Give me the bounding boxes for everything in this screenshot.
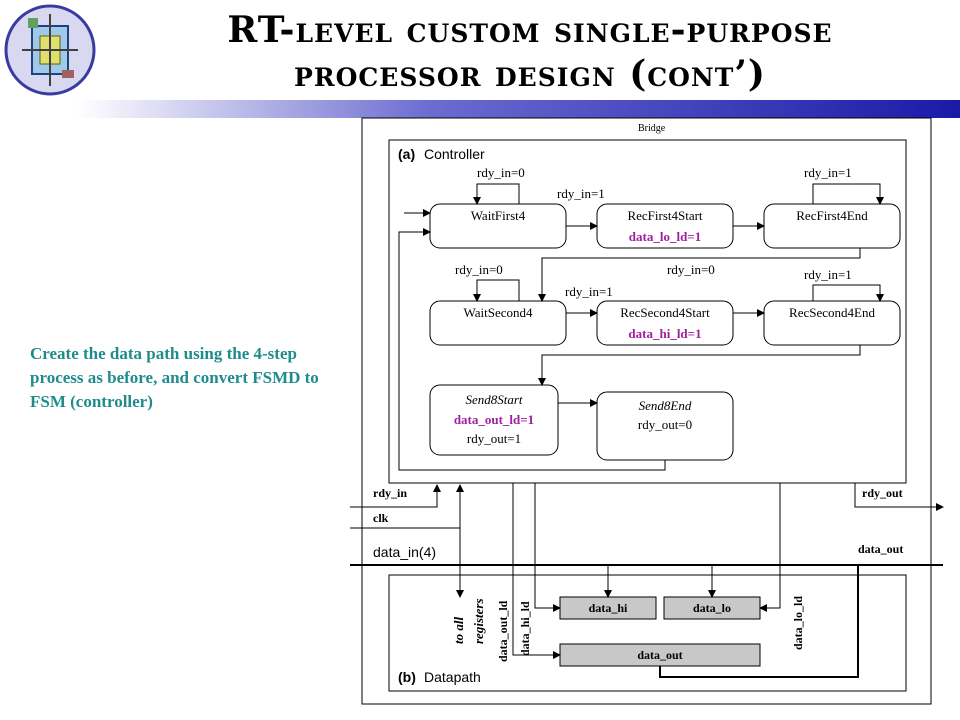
transition-label-6: rdy_in=1: [565, 284, 613, 299]
rdy-in-label: rdy_in: [373, 486, 407, 500]
state-send8-start: [429, 384, 559, 456]
datapath-frame: [388, 574, 907, 692]
register-data-lo-label: data_lo: [693, 601, 731, 615]
rdy-out-label: rdy_out: [862, 486, 903, 500]
title-line-1: RT-level custom single-purpose: [227, 9, 833, 51]
state-send8-end-label: Send8End: [639, 398, 692, 413]
transition-recsecond-end-to-send8start: [538, 345, 861, 386]
state-rec-second4-start-action: data_hi_ld=1: [628, 326, 701, 341]
transition-send8end-to-waitfirst: [398, 228, 666, 471]
controller-frame: [388, 139, 907, 484]
data-out-bus: [659, 564, 943, 678]
transition-label-1: rdy_in=0: [477, 165, 525, 180]
transition-recfirst-end-self: [812, 183, 884, 205]
transition-wait-second4-self: [473, 279, 520, 302]
state-rec-second4-start-label: RecSecond4Start: [620, 305, 710, 320]
description-text: Create the data path using the 4-step pr…: [30, 344, 319, 411]
to-all-label-1: to all: [451, 617, 466, 644]
bridge-label: Bridge: [638, 123, 666, 134]
data-in-label: data_in(4): [373, 544, 436, 560]
transition-label-4: rdy_in=0: [667, 262, 715, 277]
transition-label-5: rdy_in=0: [455, 262, 503, 277]
register-data-hi-label: data_hi: [589, 601, 628, 615]
state-send8-end-action: rdy_out=0: [638, 417, 692, 432]
transition-wait-first4-self: [473, 183, 520, 205]
register-data-out-label: data_out: [637, 648, 682, 662]
data-out-label: data_out: [858, 542, 903, 556]
state-send8-start-action: data_out_ld=1: [454, 412, 534, 427]
state-rec-second4-start: [596, 300, 734, 346]
transition-label-7: rdy_in=1: [804, 267, 852, 282]
state-wait-second4: [429, 300, 567, 346]
title-divider: [0, 100, 960, 118]
controller-label: Controller: [424, 146, 485, 162]
state-rec-second4-end-label: RecSecond4End: [789, 305, 875, 320]
data-out-ld-wire: [512, 483, 561, 659]
title-line-2: processor design (cont’): [294, 53, 766, 95]
datapath-label-b: (b): [398, 669, 416, 685]
rdy-out-wire: [854, 483, 944, 511]
datapath-label: Datapath: [424, 669, 481, 685]
data-lo-ld-label: data_lo_ld: [791, 596, 805, 650]
state-rec-first4-start-label: RecFirst4Start: [627, 208, 702, 223]
to-all-label-2: registers: [471, 599, 486, 645]
data-lo-ld-wire: [759, 483, 781, 612]
transition-label-2: rdy_in=1: [557, 186, 605, 201]
state-wait-first4-label: WaitFirst4: [471, 208, 526, 223]
data-out-ld-label: data_out_ld: [496, 600, 510, 662]
controller-label-a: (a): [398, 146, 415, 162]
data-hi-ld-wire: [534, 483, 561, 612]
state-rec-first4-start-action: data_lo_ld=1: [629, 229, 701, 244]
university-logo-icon: [4, 4, 96, 96]
state-rec-second4-end: [763, 300, 901, 346]
rdy-in-wire: [350, 484, 441, 508]
state-rec-first4-end-label: RecFirst4End: [796, 208, 868, 223]
transition-recsecond-end-self: [812, 284, 884, 302]
data-hi-ld-label: data_hi_ld: [518, 601, 532, 656]
state-wait-second4-label: WaitSecond4: [464, 305, 533, 320]
transition-label-3: rdy_in=1: [804, 165, 852, 180]
bridge-frame: [361, 117, 932, 705]
state-send8-start-label: Send8Start: [465, 392, 522, 407]
transition-recfirst-end-to-waitsecond: [538, 248, 861, 302]
state-send8-start-action2: rdy_out=1: [467, 431, 521, 446]
slide-title: RT-level custom single-purpose processor…: [110, 8, 950, 96]
clk-label: clk: [373, 511, 389, 525]
